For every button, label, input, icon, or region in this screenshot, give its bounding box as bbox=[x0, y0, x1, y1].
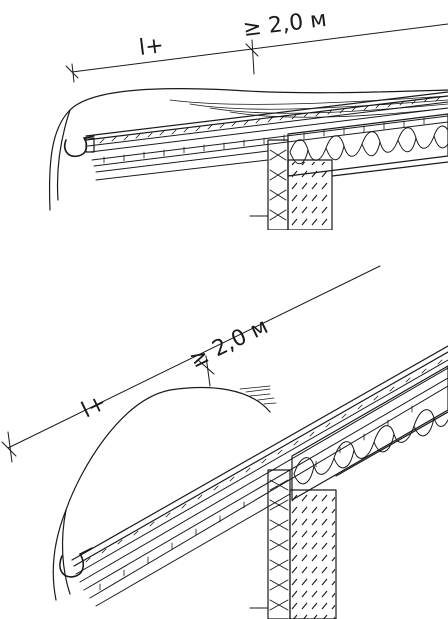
membrane-curve-bottom bbox=[52, 386, 271, 601]
wall-bottom bbox=[249, 411, 448, 619]
gutter-bottom bbox=[59, 553, 85, 578]
roof-layers-top bbox=[85, 91, 448, 181]
diagram-bottom: l+ ≥ 2,0 м bbox=[1, 265, 448, 619]
roof-layers-bottom bbox=[71, 345, 448, 607]
dimension-label-left-top: l+ bbox=[138, 33, 165, 61]
wall-top bbox=[249, 139, 448, 230]
dimension-label-right-top: ≥ 2,0 м bbox=[242, 7, 328, 42]
dimension-label-right-bottom: ≥ 2,0 м bbox=[186, 314, 272, 373]
dimension-label-left-bottom: l+ bbox=[78, 390, 111, 423]
gutter-top bbox=[63, 137, 88, 158]
diagram-top: l+ ≥ 2,0 м bbox=[48, 7, 448, 230]
membrane-curve-top bbox=[48, 88, 448, 211]
dimension-line-top bbox=[65, 23, 448, 83]
insulation-bottom bbox=[291, 365, 448, 501]
dimension-line-bottom bbox=[1, 265, 381, 463]
